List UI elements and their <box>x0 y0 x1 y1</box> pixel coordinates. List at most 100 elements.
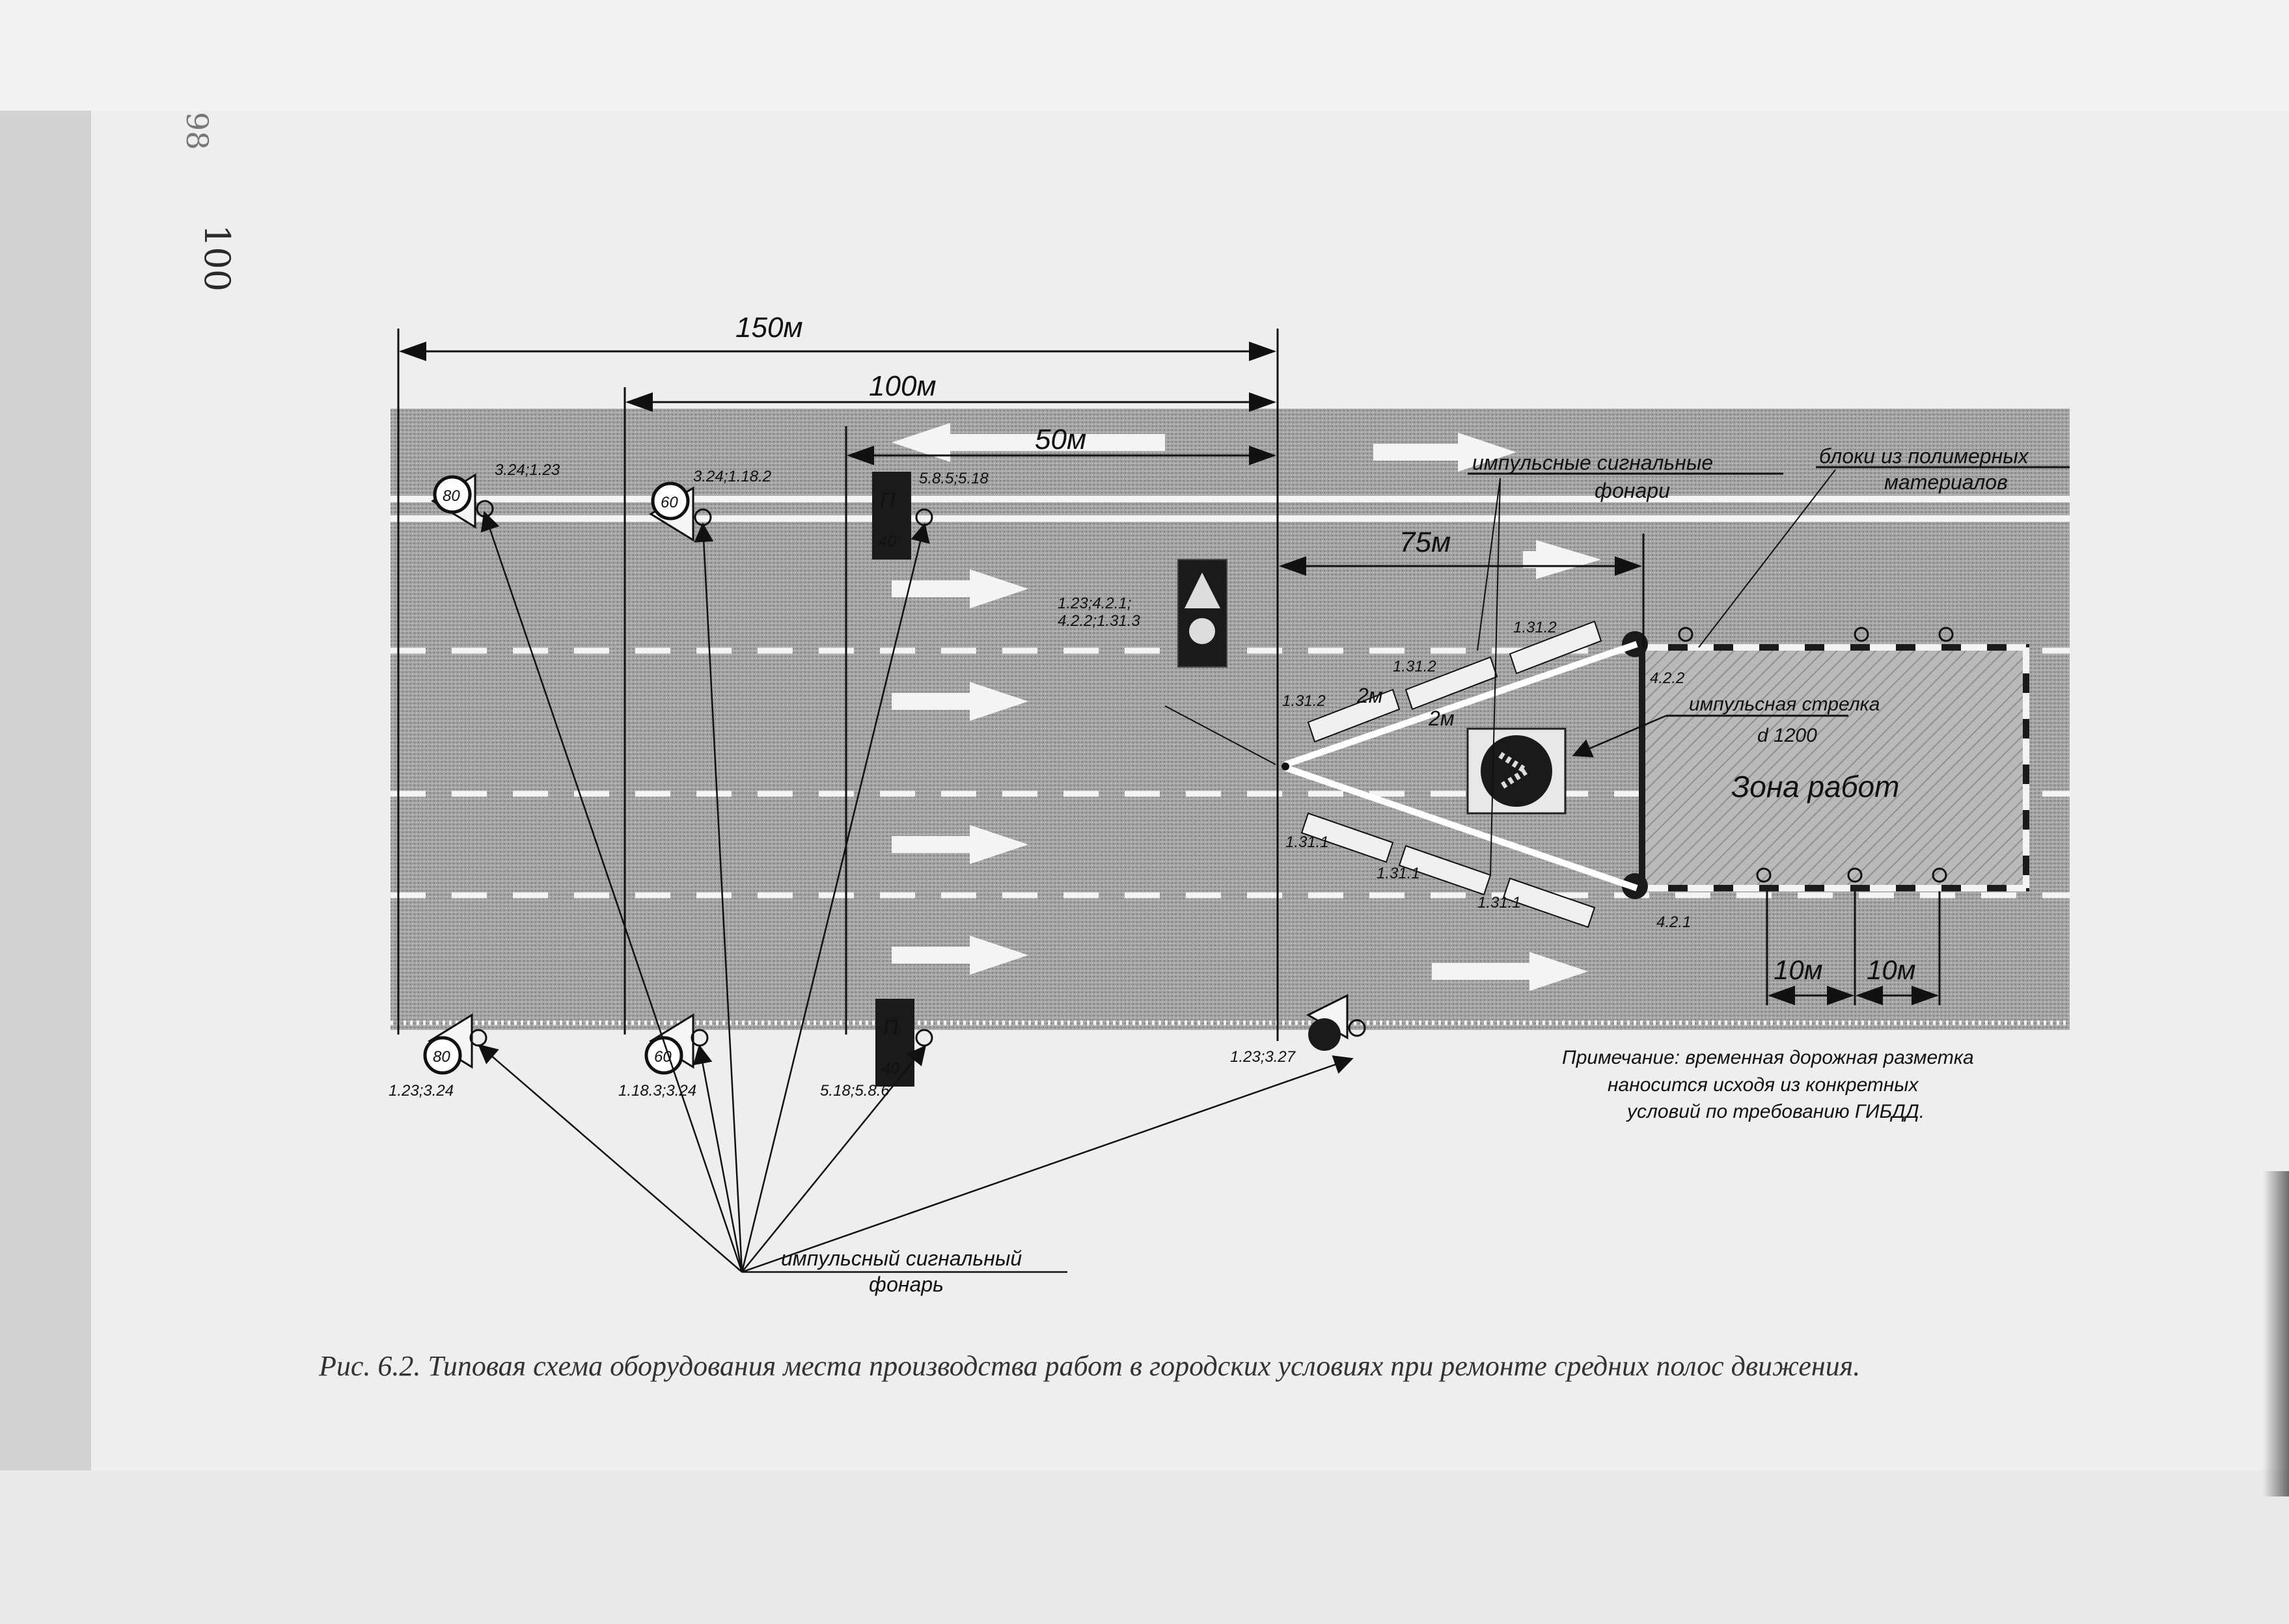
code-1-31-1-a: 1.31.1 <box>1285 833 1329 851</box>
code-bot1: 1.23;3.24 <box>389 1082 454 1100</box>
speed-60-top: 60 <box>661 494 678 511</box>
end-restriction-icon <box>1308 1018 1341 1051</box>
code-bot4: 1.23;3.27 <box>1230 1048 1296 1066</box>
dim-2m-a: 2м <box>1356 684 1383 707</box>
leader-fan-6 <box>741 1045 927 1273</box>
blocks-leader <box>1698 469 1836 648</box>
leader-fan-1 <box>480 511 743 1273</box>
leader-fan-7 <box>741 1055 1354 1273</box>
note-line-3: условий по требованию ГИБДД. <box>1626 1101 1925 1122</box>
code-top1: 3.24;1.23 <box>495 461 560 479</box>
dim-label-10b: 10м <box>1867 954 1916 985</box>
scan-shadow <box>2263 1171 2289 1496</box>
pulse-lights-label-1: импульсные сигнальные <box>1472 451 1713 474</box>
flashing-light-icon-6 <box>915 1029 933 1047</box>
pulse-light-bottom-label-2: фонарь <box>869 1273 944 1296</box>
dim-2m-b: 2м <box>1428 707 1455 730</box>
mid-sign-leader <box>1164 705 1276 765</box>
arrow-right-lane3-icon <box>892 825 1028 864</box>
scan-margin-left <box>0 111 91 1624</box>
traffic-arrows <box>892 423 1601 991</box>
code-1-31-1-c: 1.31.1 <box>1477 894 1521 912</box>
pulse-arrow-label-1: импульсная стрелка <box>1689 694 1880 715</box>
arrow-oncoming-long-icon <box>892 423 1165 462</box>
leader-fan-5 <box>692 1044 743 1273</box>
sign-code-4-2-2: 4.2.2 <box>1650 670 1684 687</box>
code-bot3: 5.18;5.8.6 <box>820 1082 890 1100</box>
barrier-1-31-2-c-icon <box>1509 620 1602 675</box>
dim-label-75: 75м <box>1399 526 1451 558</box>
code-1-31-2-b: 1.31.2 <box>1393 658 1436 675</box>
double-solid-line-1 <box>391 496 2070 502</box>
barrier-1-31-1-b-icon <box>1398 845 1492 896</box>
code-mid-2: 4.2.2;1.31.3 <box>1058 612 1140 630</box>
speed-80-bot: 80 <box>433 1048 450 1066</box>
taper-line-upper <box>1284 641 1638 768</box>
speed-80-top: 80 <box>443 487 460 505</box>
blocks-label-2: материалов <box>1884 470 2008 494</box>
bottom-signs: 80 1.23;3.24 60 1.18.3;3.24 П 40 5.18;5.… <box>389 994 1349 1100</box>
pulse-light-bottom-label-1: импульсный сигнальный <box>781 1247 1022 1270</box>
barrier-1-31-2-b-icon <box>1405 656 1498 710</box>
barrier-1-31-1-c-icon <box>1502 877 1596 928</box>
arrow-board-chevron-icon <box>1498 751 1533 791</box>
barrier-1-31-2-a-icon <box>1307 688 1401 743</box>
code-top2: 3.24;1.18.2 <box>693 468 771 485</box>
flashing-light-icon-5 <box>691 1029 709 1047</box>
arrow-right-lane4-icon <box>892 936 1028 975</box>
dim-label-100: 100м <box>869 370 937 402</box>
speed-sign-60-top: 60 3.24;1.18.2 <box>649 468 771 542</box>
arrow-right-lane5-icon <box>1432 952 1588 991</box>
scan-margin-top <box>0 0 2289 111</box>
leader-fan-4 <box>478 1044 743 1273</box>
lane-sign-board-icon <box>872 472 911 560</box>
note-block: Примечание: временная дорожная разметка … <box>1562 1047 1974 1122</box>
flashing-light-icon-10 <box>1932 867 1947 883</box>
code-mid-1: 1.23;4.2.1; <box>1058 595 1131 612</box>
mid-sign-triangle-icon <box>1185 573 1220 608</box>
pulse-arrow-pointer <box>1572 714 1667 757</box>
mid-sign-circle-icon <box>1189 618 1215 644</box>
leader-fan-2 <box>694 522 743 1273</box>
pulse-lights-leader-1 <box>1477 478 1501 651</box>
dim-label-50: 50м <box>1035 424 1086 455</box>
scan-margin-bottom <box>0 1470 2289 1624</box>
lane-40-top: 40 <box>879 533 896 550</box>
code-1-31-2-a: 1.31.2 <box>1282 692 1326 710</box>
taper-line-lower <box>1284 765 1638 891</box>
code-top3: 5.8.5;5.18 <box>919 470 989 487</box>
lane-sign-40-top: П 40 5.8.5;5.18 <box>872 470 989 560</box>
taper-vertex <box>1282 763 1289 770</box>
code-1-31-1-b: 1.31.1 <box>1377 865 1420 882</box>
taper-markings: 1.31.2 1.31.2 1.31.2 1.31.1 1.31.1 1.31.… <box>1282 619 1638 928</box>
work-zone-label: Зона работ <box>1731 770 1899 804</box>
flashing-light-icon-4 <box>469 1029 487 1047</box>
lane-40-bot: 40 <box>882 1060 899 1077</box>
speed-sign-60-bot: 60 1.18.3;3.24 <box>618 1013 696 1100</box>
speed-limit-circle-icon-2 <box>651 481 690 521</box>
work-zone: Зона работ импульсная стрелка d 1200 4.2… <box>1572 631 2029 931</box>
dim-label-10a: 10м <box>1774 954 1823 985</box>
flashing-light-icon-8 <box>1756 867 1772 883</box>
code-bot2: 1.18.3;3.24 <box>618 1082 696 1100</box>
pulse-arrow-board <box>1466 727 1567 815</box>
pulse-lights-label-2: фонари <box>1595 479 1670 502</box>
dim-label-150: 150м <box>735 312 803 344</box>
note-line-1: Примечание: временная дорожная разметка <box>1562 1047 1974 1068</box>
barrier-1-31-1-a-icon <box>1300 812 1394 863</box>
arrow-oncoming-icon <box>1373 433 1516 472</box>
flashing-light-icon-12 <box>1854 627 1869 642</box>
top-callouts: импульсные сигнальные фонари блоки из по… <box>1468 444 2070 876</box>
end-sign-bot: 1.23;3.27 <box>1230 994 1349 1066</box>
leader-fan-3 <box>741 522 930 1273</box>
speed-limit-circle-icon <box>433 475 472 514</box>
blocks-label-1: блоки из полимерных <box>1819 444 2029 468</box>
speed-sign-80-top: 80 3.24;1.23 <box>431 461 560 529</box>
flashing-light-icon-7 <box>1348 1019 1366 1037</box>
arrow-board-disc-icon <box>1481 735 1552 807</box>
pulse-arrow-label-2: d 1200 <box>1757 725 1817 746</box>
arrow-right-lane2-icon <box>892 682 1028 721</box>
speed-sign-80-bot: 80 1.23;3.24 <box>389 1013 473 1100</box>
